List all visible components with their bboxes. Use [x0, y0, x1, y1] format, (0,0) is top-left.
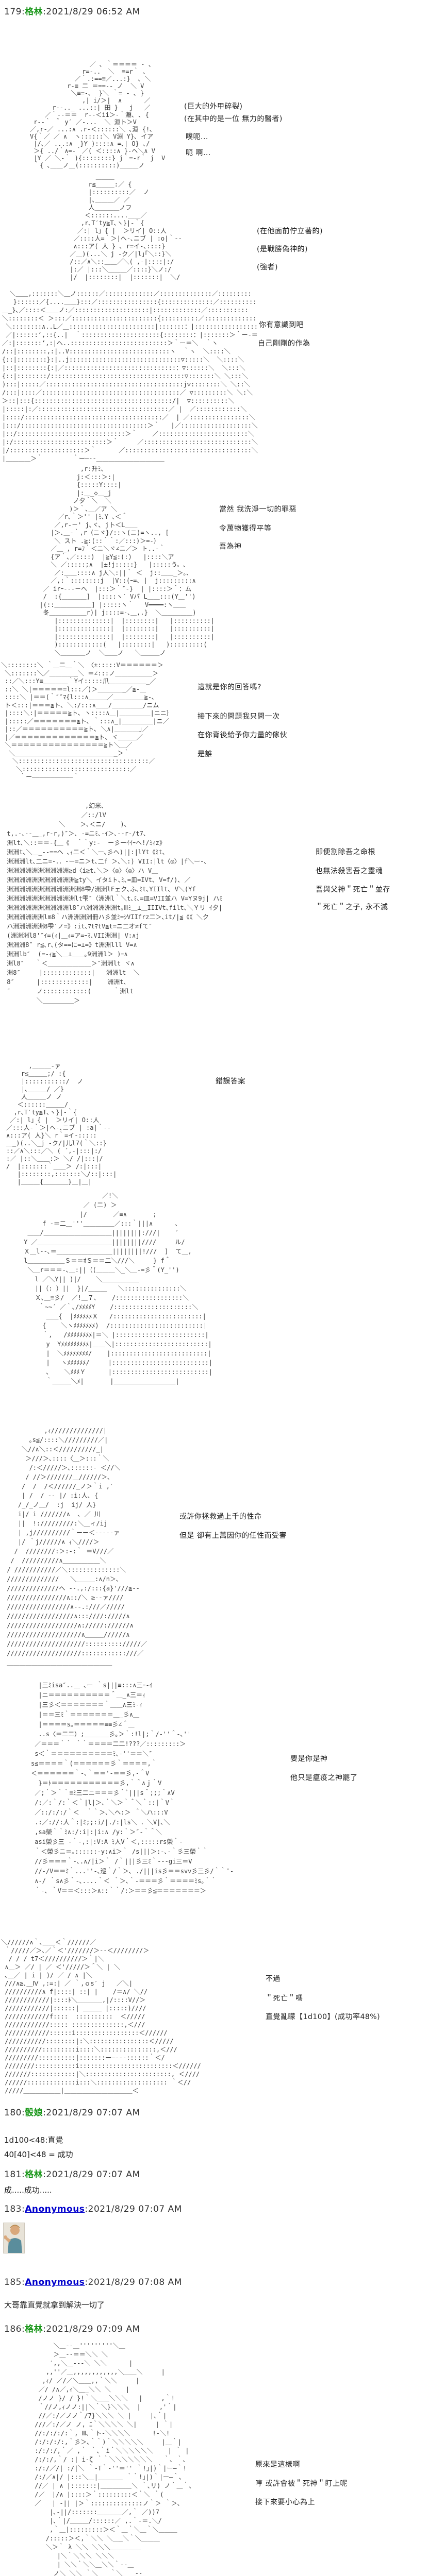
- post-number: 186: [4, 2324, 22, 2334]
- dice-roll-result: 1d100<48:直覺: [4, 2136, 63, 2145]
- dialogue-line: 但是 卻有上萬因你的任性而受害: [179, 1532, 287, 1540]
- thumbs-up-man-photo: [3, 2223, 25, 2253]
- dialogue-line: 要是你是神: [290, 1755, 328, 1763]
- dialogue-line: 自己剛剛的作為: [258, 340, 310, 348]
- dialogue-line: (巨大的外甲碎裂): [184, 103, 243, 111]
- post-timestamp: 2021/8/29 07:08 AM: [88, 2277, 182, 2287]
- dialogue-line: ＂死亡＂嗎: [266, 1994, 303, 2003]
- dialogue-line: 或許你拯救過上千的性命: [179, 1513, 262, 1521]
- poster-name-link[interactable]: Anonymous: [25, 2204, 85, 2214]
- post-header-181: 181:格林:2021/8/29 07:07 AM: [4, 2170, 140, 2180]
- dialogue-line: 錯誤答案: [216, 1077, 245, 1086]
- post-number: 180: [4, 2108, 22, 2118]
- ascii-art-hooded-figure: ,ｨ//////////////| ｡s≦/::::＼/////////／| ＼…: [7, 1427, 147, 1666]
- poster-name: 格林: [25, 2170, 43, 2180]
- ascii-art-shaded-figure: ＼//////∧｀､＿＿＜｀//////／ ｀/////／＞､／｀＜'/////…: [1, 1939, 201, 2094]
- post-header-180: 180:骰娘:2021/8/29 07:07 AM: [4, 2108, 140, 2118]
- dialogue-line: 吾與父神＂死亡＂並存: [316, 886, 390, 894]
- dialogue-line: (是戰勝偽神的): [257, 245, 308, 253]
- dialogue-line: 即便割除吾之命根: [316, 848, 375, 856]
- dialogue-line: 吾為神: [219, 543, 242, 551]
- dialogue-line: 接下來的問題我只問一次: [197, 713, 280, 721]
- ascii-art-dark-coat-figure: |三ﾐisa″..＿ ､ー ｀s|||≡:::∧三ｰ-ｲ |ニ＝＝＝＝＝＝＝＝＝…: [31, 1682, 234, 1894]
- dialogue-line: 接下來要小心為上: [255, 2498, 315, 2506]
- dialogue-line: 噗呃...: [186, 133, 208, 141]
- dialogue-line: ＂死亡＂之子, 永不滅: [316, 903, 388, 911]
- poster-name: 骰娘: [25, 2108, 43, 2118]
- ascii-art-wide-scene: ＼＿＿,:::::::＼＿ノ::::::／:::::::::::::／:::::…: [2, 290, 258, 462]
- poster-name-link[interactable]: Anonymous: [25, 2277, 85, 2287]
- post-header-186: 186:格林:2021/8/29 07:09 AM: [4, 2324, 140, 2334]
- post-body-text: 成.....成功.....: [4, 2185, 52, 2195]
- dialogue-line: 是誰: [197, 750, 212, 758]
- post-timestamp: 2021/8/29 07:07 AM: [46, 2170, 140, 2180]
- dialogue-line: 他只是瘟疫之神罷了: [290, 1774, 358, 1782]
- ascii-art-armor-detail: ＼::::::::＼ ｀＿二＿｀＼ 〈±:::::V＝＝＝＝＝＝＞ ＼:::::…: [1, 662, 173, 781]
- ascii-art-standing-figure: ＿＿＿ r≦＿＿＿:／ { |::::::::::／ ノ |､＿＿＿／ ／ 人＿…: [70, 173, 182, 281]
- dialogue-line: 當然 我洗淨一切的罪惡: [219, 505, 297, 514]
- dialogue-line: (在他面前佇立著的): [257, 227, 323, 235]
- post-body-text: 大哥靠直覺就拿到解決一切了: [4, 2300, 105, 2310]
- ascii-art-god-figure: ,r:升ﾐ､ j:＜:::＞:| {:::::Y::::| |:＿_◇＿_j ノ…: [39, 465, 215, 656]
- dialogue-line: 令萬物獲得平等: [219, 524, 272, 533]
- dialogue-line: (強者): [257, 263, 278, 272]
- post-number: 183: [4, 2204, 22, 2214]
- post-timestamp: 2021/8/29 07:09 AM: [46, 2324, 140, 2334]
- dialogue-line: 不過: [266, 1975, 281, 1983]
- post-timestamp: 2021/8/29 06:52 AM: [46, 7, 140, 17]
- post-header-185: 185:Anonymous:2021/8/29 07:08 AM: [4, 2277, 182, 2287]
- ascii-art-gun: ／!＼ ／ (二) ＞ |/ ／≡∧ ; f -＝二＿'''＿＿＿＿＿／:::｀…: [24, 1192, 213, 1385]
- post-number: 185: [4, 2277, 22, 2287]
- post-header-183: 183:Anonymous:2021/8/29 07:07 AM: [4, 2204, 182, 2214]
- dialogue-line: 你有意識到吧: [259, 321, 304, 329]
- ascii-art-hat-tip-man: ＼＿--＿'''''''''＼＿ ＞＿--＝＝＼＼ ＼ ′,,＼＿---＼ ＼＼…: [35, 2342, 192, 2576]
- post-header-179: 179:格林:2021/8/29 06:52 AM: [4, 7, 140, 17]
- dialogue-line: 這就是你的回答嗎?: [197, 683, 261, 691]
- dice-roll-result: 40[40]<48 = 成功: [4, 2150, 73, 2159]
- ascii-art-hat-man: ,＿＿＿-ァ r≦＿＿＿;/ :{ |:::::::::::/ ノ |､＿＿＿/…: [6, 1062, 117, 1185]
- ascii-art-death-god: ,幻米､ ／::/lV ＼ ＞､＜ニ/ )､ t,.-､--＿_,r-r,)″＞…: [7, 802, 223, 1004]
- post-timestamp: 2021/8/29 07:07 AM: [46, 2108, 140, 2118]
- poster-name: 格林: [25, 2324, 43, 2334]
- dialogue-line: (在其中的是一位 無力的醫者): [184, 115, 283, 123]
- dice-check-caption: 直覺亂矇【1d100】(成功率48%): [266, 2013, 381, 2021]
- dialogue-line: 呃 啊...: [186, 149, 211, 157]
- post-number: 179: [4, 7, 22, 17]
- dialogue-line: 哼 或許會被＂死神＂盯上呢: [255, 2480, 348, 2488]
- post-number: 181: [4, 2170, 22, 2180]
- post-timestamp: 2021/8/29 07:07 AM: [88, 2204, 182, 2214]
- dialogue-line: 也無法殺害吾之靈魂: [316, 867, 383, 875]
- dialogue-line: 原來是這樣啊: [255, 2461, 300, 2469]
- dialogue-line: 在你背後給予你力量的傢伙: [197, 731, 287, 739]
- poster-name: 格林: [25, 7, 43, 17]
- thumbs-up-man-illustration: [4, 2223, 24, 2253]
- ascii-art-fallen-doctor: ／ ､ ｀＝＝＝＝ ‐ 、 r=-.. ＼ ≡=r｀ ､ ／｀.:==≡／...…: [30, 61, 166, 169]
